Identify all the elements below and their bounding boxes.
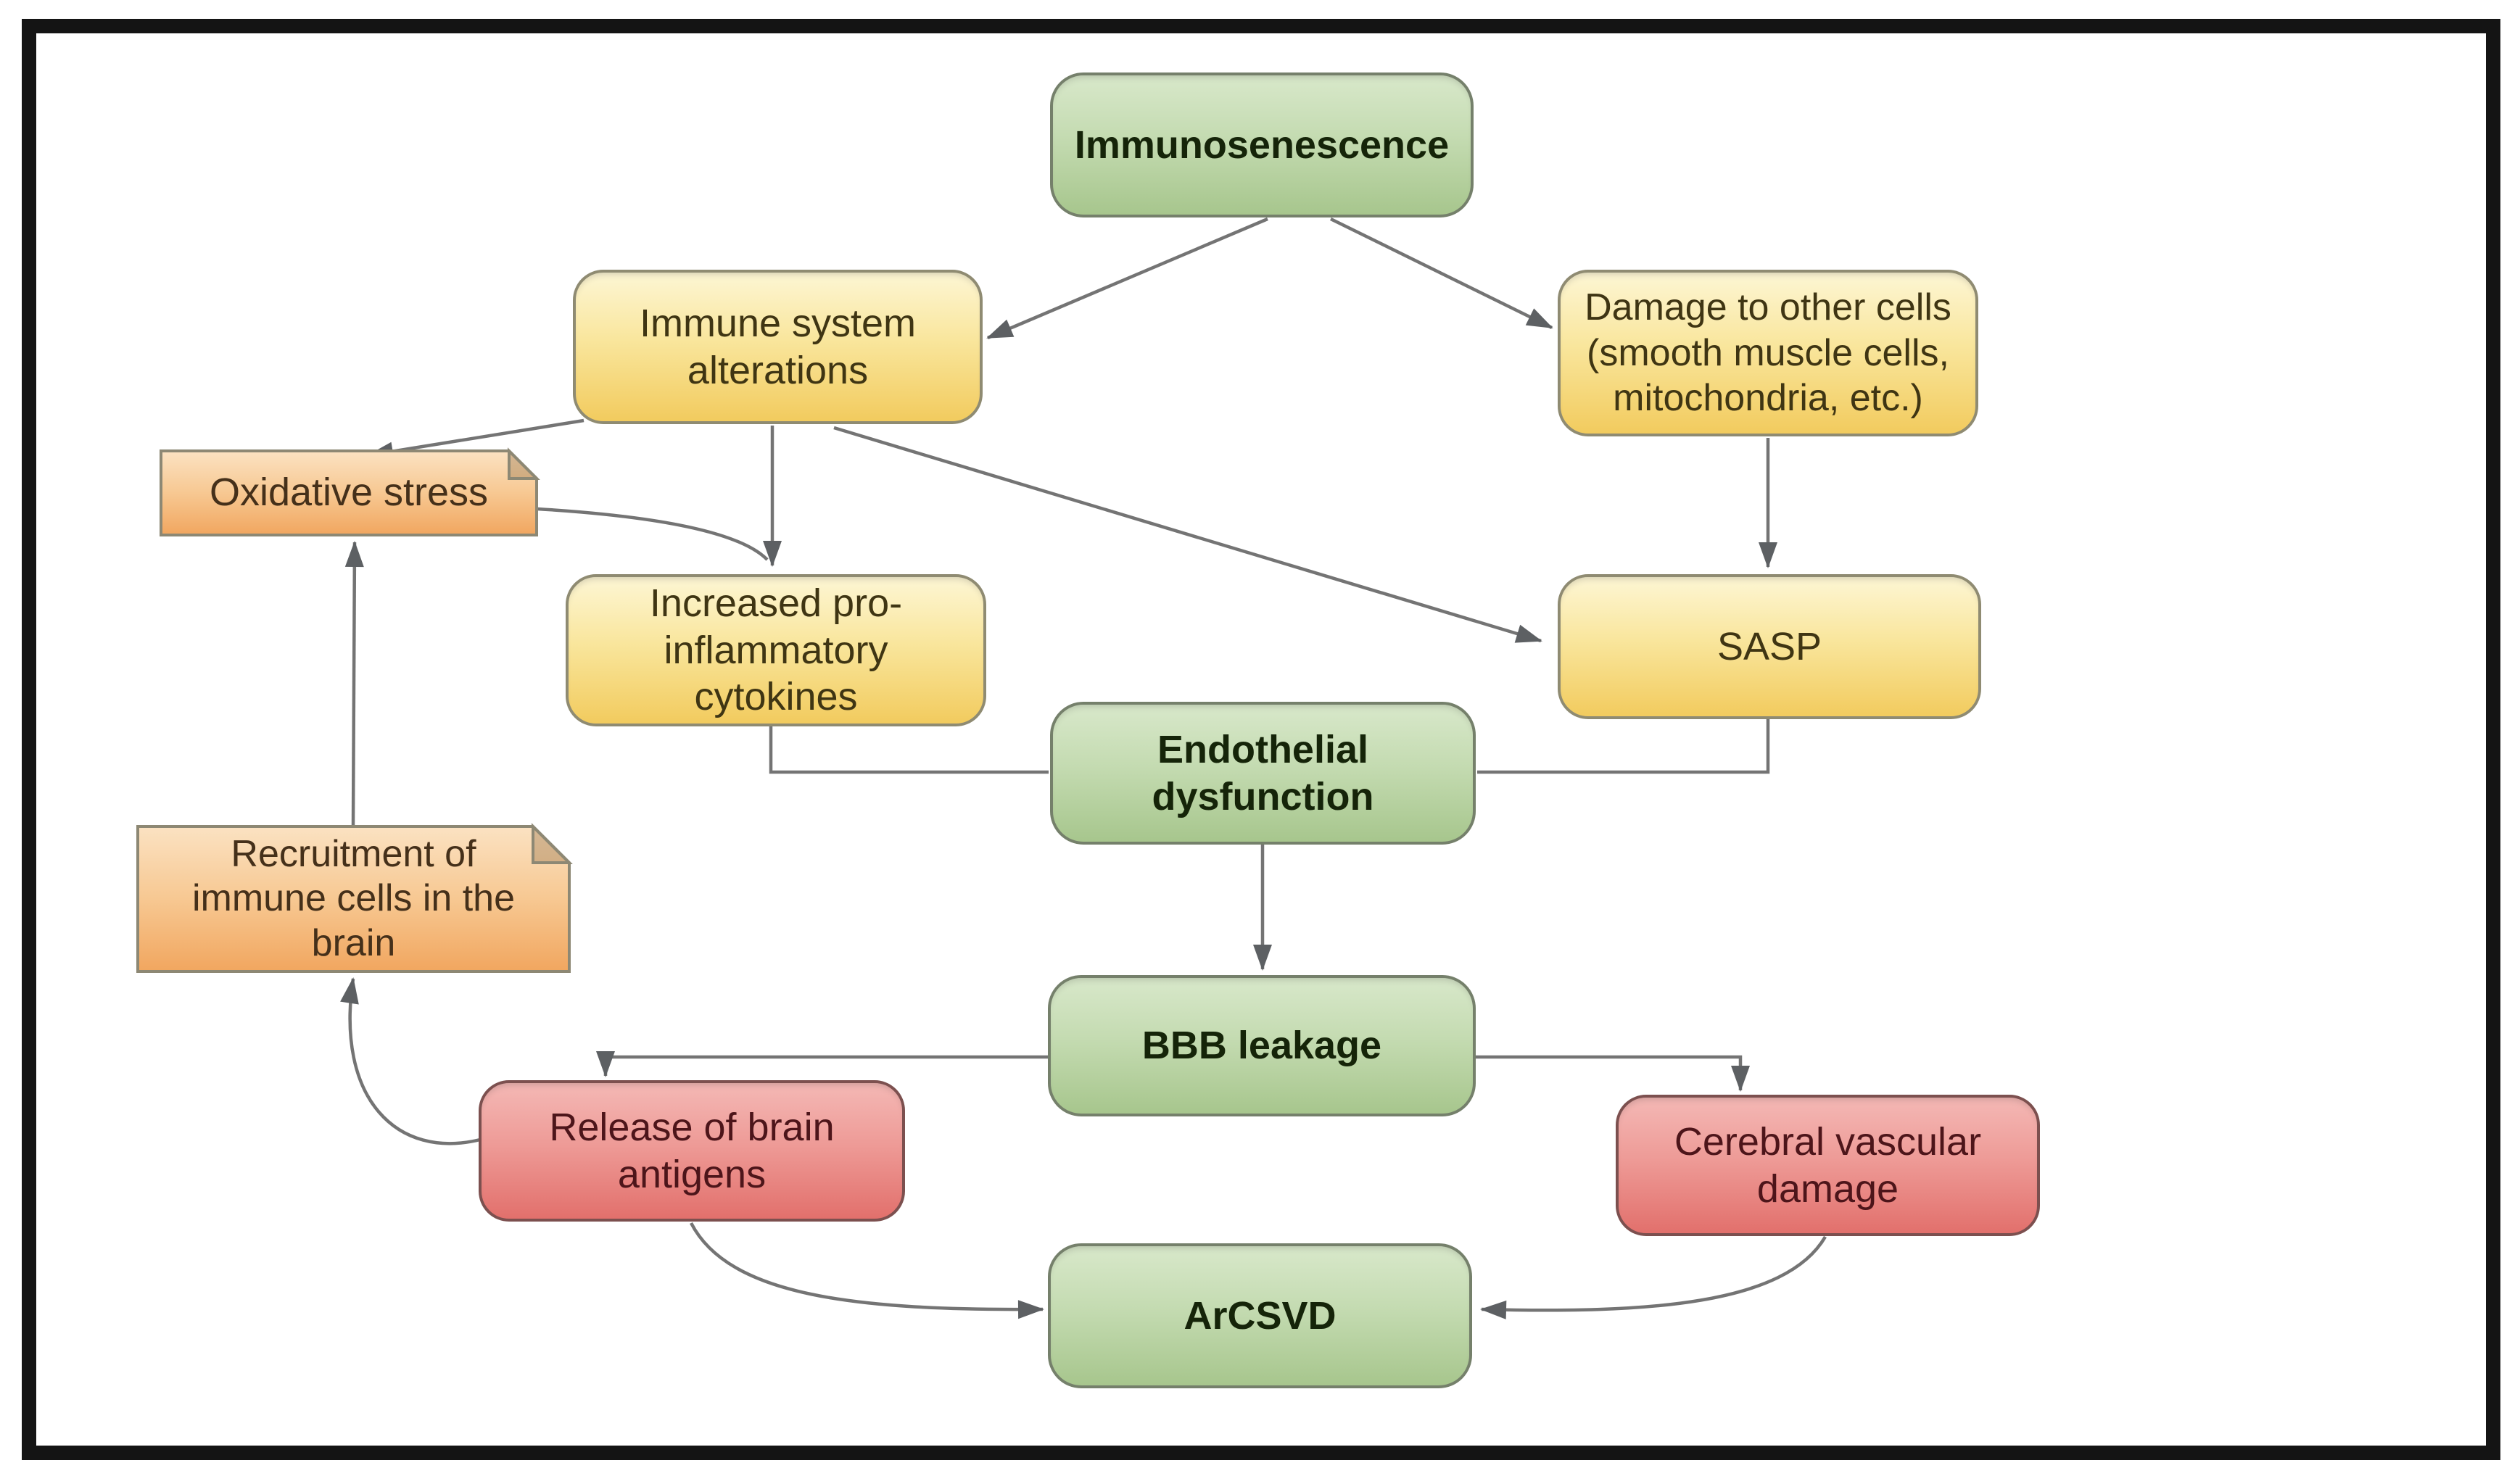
edge-immunosenescence-to-immune-system-alterations	[986, 217, 1268, 340]
node-sasp: SASP	[1558, 574, 1981, 719]
node-sasp-label: SASP	[1717, 624, 1822, 668]
node-recruitment-immune-cells: Recruitment of immune cells in the brain	[138, 826, 569, 971]
edge-immune-system-alterations-to-sasp	[833, 426, 1542, 643]
recruitment-note-shape	[136, 825, 571, 973]
edge-release-brain-antigens-to-recruitment-immune-cells	[340, 977, 481, 1145]
node-oxidative-stress-label: Oxidative stress	[209, 471, 489, 515]
node-arcsvd: ArCSVD	[1048, 1243, 1472, 1388]
edge-immunosenescence-to-damage-to-other-cells	[1330, 217, 1553, 330]
node-immunosenescence: Immunosenescence	[1050, 72, 1474, 217]
node-endothelial-dysfunction-label: Endothelial dysfunction	[1152, 727, 1374, 818]
edge-cerebral-vascular-damage-to-arcsvd	[1480, 1235, 1827, 1319]
oxidative-stress-note-shape	[160, 449, 538, 536]
node-recruitment-immune-cells-label: Recruitment of immune cells in the brain	[191, 832, 516, 964]
node-arcsvd-label: ArCSVD	[1183, 1293, 1337, 1338]
node-damage-to-other-cells: Damage to other cells (smooth muscle cel…	[1558, 270, 1978, 436]
node-increased-cytokines: Increased pro-inflammatory cytokines	[566, 574, 986, 726]
node-immune-system-alterations-label: Immune system alterations	[639, 301, 917, 392]
node-endothelial-dysfunction: Endothelial dysfunction	[1050, 702, 1476, 845]
node-bbb-leakage: BBB leakage	[1048, 975, 1476, 1116]
edge-bbb-leakage-to-cerebral-vascular-damage	[1476, 1055, 1750, 1092]
node-immune-system-alterations: Immune system alterations	[573, 270, 983, 424]
node-cerebral-vascular-damage: Cerebral vascular damage	[1616, 1095, 2040, 1236]
edge-oxidative-stress-to-increased-cytokines	[537, 507, 769, 561]
edge-bbb-leakage-to-release-brain-antigens	[596, 1051, 1048, 1077]
edge-sasp-to-endothelial-dysfunction	[1477, 719, 1770, 774]
node-damage-to-other-cells-label: Damage to other cells (smooth muscle cel…	[1585, 286, 1951, 420]
oxidative-stress-fold-corner	[508, 447, 540, 480]
node-bbb-leakage-label: BBB leakage	[1141, 1024, 1382, 1068]
edge-recruitment-immune-cells-to-oxidative-stress	[344, 541, 364, 826]
recruitment-fold-corner	[532, 823, 573, 864]
edge-release-brain-antigens-to-arcsvd	[690, 1222, 1044, 1319]
node-oxidative-stress: Oxidative stress	[161, 451, 537, 535]
node-increased-cytokines-label: Increased pro-inflammatory cytokines	[649, 581, 903, 719]
node-immunosenescence-label: Immunosenescence	[1074, 123, 1450, 167]
node-release-brain-antigens: Release of brain antigens	[479, 1080, 905, 1222]
node-cerebral-vascular-damage-label: Cerebral vascular damage	[1674, 1119, 1982, 1211]
node-release-brain-antigens-label: Release of brain antigens	[549, 1105, 835, 1196]
edge-increased-cytokines-to-endothelial-dysfunction	[769, 726, 1049, 774]
